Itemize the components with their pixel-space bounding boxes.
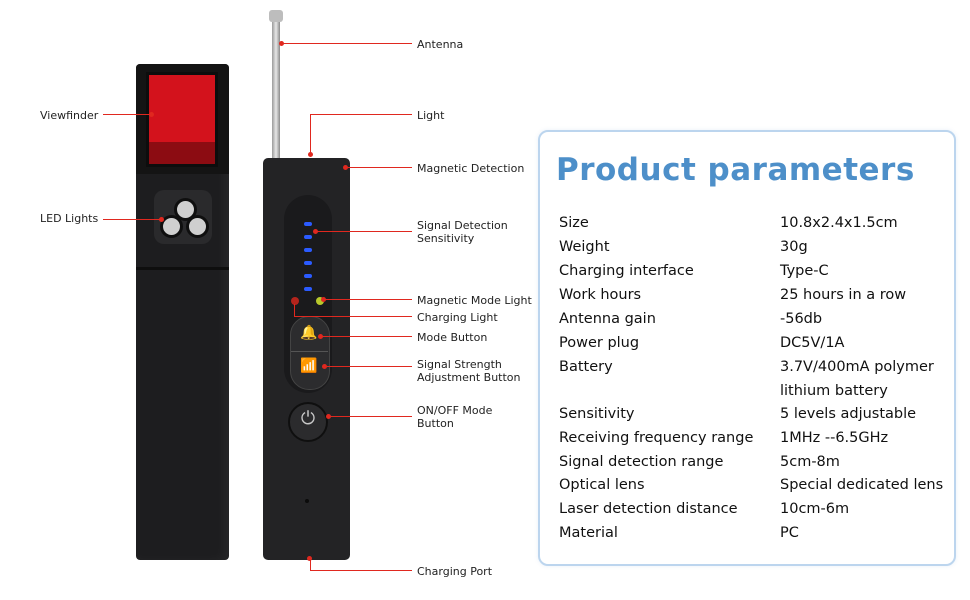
callout-line xyxy=(321,336,412,337)
callout-charging-light: Charging Light xyxy=(417,311,498,324)
param-value: 10cm-6m xyxy=(780,501,850,517)
callout-dot xyxy=(279,41,284,46)
callout-line xyxy=(103,114,151,115)
callout-dot xyxy=(308,152,313,157)
detector-side-view xyxy=(136,64,229,560)
param-value: 1MHz --6.5GHz xyxy=(780,430,889,446)
signal-led xyxy=(304,261,312,265)
param-value: PC xyxy=(780,525,799,541)
callout-line xyxy=(329,416,412,417)
param-value: 5cm-8m xyxy=(780,454,840,470)
param-key: Charging interface xyxy=(559,263,694,279)
signal-led xyxy=(304,235,312,239)
param-value: -56db xyxy=(780,311,823,327)
callout-dot xyxy=(313,229,318,234)
param-key: Receiving frequency range xyxy=(559,430,754,446)
callout-magnetic-mode-light: Magnetic Mode Light xyxy=(417,294,532,307)
param-value: 3.7V/400mA polymer lithium battery xyxy=(780,359,934,399)
callout-line xyxy=(310,114,311,154)
callout-dot xyxy=(318,334,323,339)
callout-dot xyxy=(343,165,348,170)
callout-signal-detection-sensitivity: Signal Detection Sensitivity xyxy=(417,219,508,245)
callout-line xyxy=(310,558,311,570)
callout-line xyxy=(325,366,412,367)
callout-viewfinder: Viewfinder xyxy=(40,109,99,122)
body-seam xyxy=(136,267,229,270)
param-key: Battery xyxy=(559,359,613,375)
param-value: 5 levels adjustable xyxy=(780,406,917,422)
param-key: Power plug xyxy=(559,335,640,351)
param-key: Antenna gain xyxy=(559,311,656,327)
callout-charging-port: Charging Port xyxy=(417,565,493,578)
callout-signal-strength-adjustment-button: Signal Strength Adjustment Button xyxy=(417,358,521,384)
button-divider xyxy=(291,351,328,352)
callout-antenna: Antenna xyxy=(417,38,464,51)
callout-light: Light xyxy=(417,109,445,122)
param-key: Work hours xyxy=(559,287,642,303)
param-value: Type-C xyxy=(780,263,829,279)
card-title: Product parameters xyxy=(556,152,915,188)
signal-led xyxy=(304,222,312,226)
callout-dot xyxy=(149,112,154,117)
callout-line xyxy=(310,570,412,571)
callout-line xyxy=(346,167,412,168)
callout-dot xyxy=(326,414,331,419)
param-value: 30g xyxy=(780,239,808,255)
signal-led xyxy=(304,274,312,278)
power-icon: ⏻ xyxy=(300,408,316,429)
param-key: Signal detection range xyxy=(559,454,724,470)
charging-light-led xyxy=(291,297,299,305)
signal-led xyxy=(304,287,312,291)
viewfinder-lens xyxy=(146,72,218,167)
callout-line xyxy=(310,114,412,115)
antenna-tip xyxy=(269,10,283,22)
param-value: DC5V/1A xyxy=(780,335,845,351)
onoff-mode-button[interactable] xyxy=(288,402,328,442)
mode-button-capsule[interactable] xyxy=(290,316,330,390)
detector-head xyxy=(136,64,229,174)
callout-magnetic-detection: Magnetic Detection xyxy=(417,162,525,175)
signal-led xyxy=(304,248,312,252)
param-key: Laser detection distance xyxy=(559,501,738,517)
param-value: 10.8x2.4x1.5cm xyxy=(780,215,898,231)
led-light xyxy=(160,215,183,238)
magnetic-mode-led xyxy=(316,297,324,305)
callout-line xyxy=(316,231,412,232)
param-value: Special dedicated lens xyxy=(780,477,944,493)
led-light xyxy=(186,215,209,238)
param-key: Size xyxy=(559,215,589,231)
callout-line xyxy=(294,316,412,317)
callout-onoff-mode-button: ON/OFF Mode Button xyxy=(417,404,493,430)
param-key: Material xyxy=(559,525,618,541)
callout-mode-button: Mode Button xyxy=(417,331,488,344)
callout-line xyxy=(103,219,161,220)
callout-dot xyxy=(159,217,164,222)
callout-dot xyxy=(321,297,326,302)
callout-dot xyxy=(322,364,327,369)
callout-led-lights: LED Lights xyxy=(40,212,99,225)
product-parameters-card xyxy=(538,130,956,566)
param-key: Sensitivity xyxy=(559,406,635,422)
led-light xyxy=(174,198,197,221)
callout-line xyxy=(282,43,412,44)
charging-port-hole xyxy=(305,499,309,503)
callout-line xyxy=(324,299,412,300)
param-value: 25 hours in a row xyxy=(780,287,907,303)
param-key: Optical lens xyxy=(559,477,645,493)
callout-line xyxy=(294,304,295,317)
antenna-rod xyxy=(272,16,280,161)
callout-dot xyxy=(307,556,312,561)
alarm-bell-icon[interactable]: 🔔 xyxy=(300,325,318,341)
wifi-signal-icon[interactable]: 📶 xyxy=(300,358,318,374)
param-key: Weight xyxy=(559,239,610,255)
